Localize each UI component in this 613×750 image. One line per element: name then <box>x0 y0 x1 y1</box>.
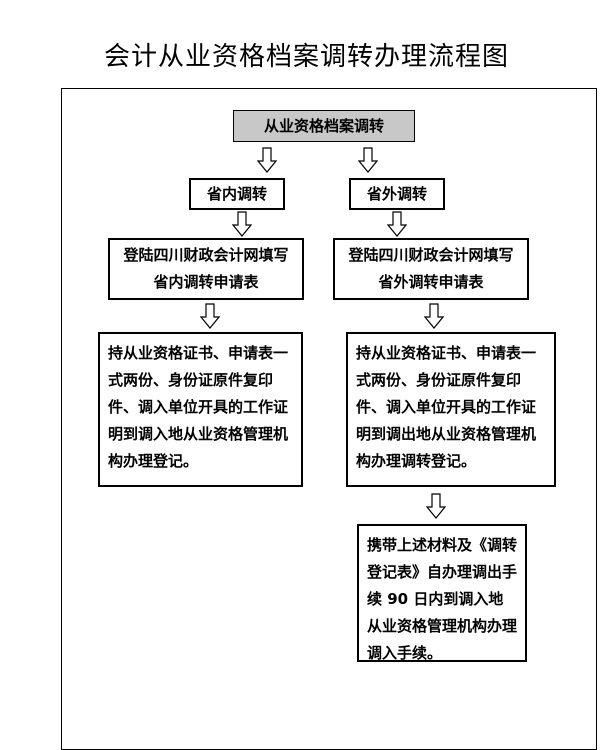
down-arrow-icon <box>387 211 407 237</box>
down-arrow-icon <box>200 303 220 329</box>
node-in-login-label: 登陆四川财政会计网填写省内调转申请表 <box>123 246 289 291</box>
node-out-province: 省外调转 <box>349 178 445 210</box>
down-arrow-icon <box>358 147 378 173</box>
node-in-province: 省内调转 <box>189 178 285 210</box>
down-arrow-icon <box>232 211 252 237</box>
node-in-province-label: 省内调转 <box>206 184 267 203</box>
node-out-docs-label: 持从业资格证书、申请表一式两份、身份证原件复印件、调入单位开具的工作证明到调出地… <box>356 344 537 470</box>
node-root-label: 从业资格档案调转 <box>263 116 384 135</box>
down-arrow-icon <box>424 303 444 329</box>
node-out-final: 携带上述材料及《调转登记表》自办理调出手续 90 日内到调入地从业资格管理机构办… <box>357 524 527 662</box>
node-root: 从业资格档案调转 <box>233 110 415 142</box>
node-in-docs-label: 持从业资格证书、申请表一式两份、身份证原件复印件、调入单位开具的工作证明到调入地… <box>108 344 289 470</box>
node-out-docs: 持从业资格证书、申请表一式两份、身份证原件复印件、调入单位开具的工作证明到调出地… <box>346 332 556 487</box>
node-in-login: 登陆四川财政会计网填写省内调转申请表 <box>108 238 304 300</box>
node-out-login: 登陆四川财政会计网填写省外调转申请表 <box>333 238 529 300</box>
node-out-login-label: 登陆四川财政会计网填写省外调转申请表 <box>348 246 514 291</box>
page-title: 会计从业资格档案调转办理流程图 <box>103 42 509 72</box>
down-arrow-icon <box>426 493 446 519</box>
node-out-final-label: 携带上述材料及《调转登记表》自办理调出手续 90 日内到调入地从业资格管理机构办… <box>367 536 518 662</box>
down-arrow-icon <box>257 147 277 173</box>
node-in-docs: 持从业资格证书、申请表一式两份、身份证原件复印件、调入单位开具的工作证明到调入地… <box>98 332 303 487</box>
node-out-province-label: 省外调转 <box>366 184 427 203</box>
